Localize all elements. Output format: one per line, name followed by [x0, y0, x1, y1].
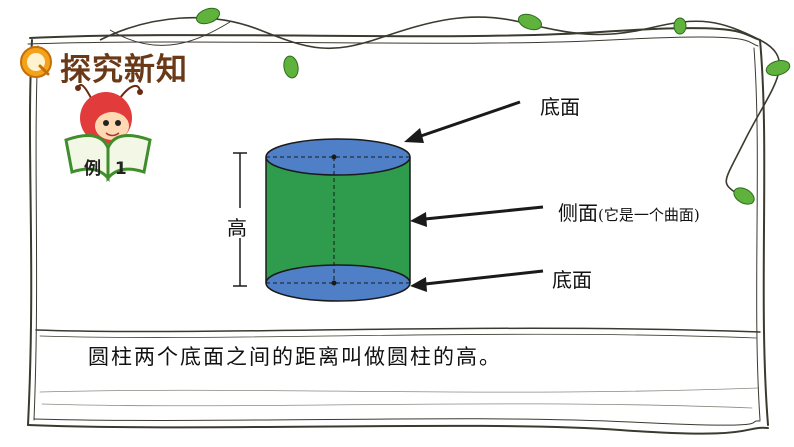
cylinder-side: [266, 157, 410, 283]
side-surface-note: (它是一个曲面): [598, 206, 700, 224]
leaf-icon: [673, 17, 687, 35]
definition-text: 圆柱两个底面之间的距离叫做圆柱的高。: [88, 345, 502, 369]
section-title: 探究新知: [60, 52, 188, 88]
height-label: 高: [227, 216, 247, 240]
vine-decoration: [99, 7, 791, 205]
board-frame: [27, 27, 769, 435]
side-surface-group: 侧面(它是一个曲面): [558, 197, 700, 226]
bottom-base-label: 底面: [552, 268, 592, 292]
example-label: 例 1: [84, 159, 131, 179]
open-book-icon: [64, 134, 152, 183]
cartoon-mascot-icon: [75, 83, 143, 144]
cylinder-diagram: [265, 138, 411, 302]
pointer-arrows: [404, 100, 544, 292]
side-surface-label: 侧面: [558, 201, 598, 225]
top-base-label: 底面: [540, 95, 580, 119]
leaf-icon: [195, 7, 221, 25]
q-badge-icon: [20, 46, 52, 78]
leaf-icon: [765, 60, 791, 76]
height-dimension: [233, 152, 247, 287]
leaf-icon: [283, 55, 299, 79]
leaf-icon: [733, 187, 755, 205]
leaf-icon: [517, 13, 543, 31]
